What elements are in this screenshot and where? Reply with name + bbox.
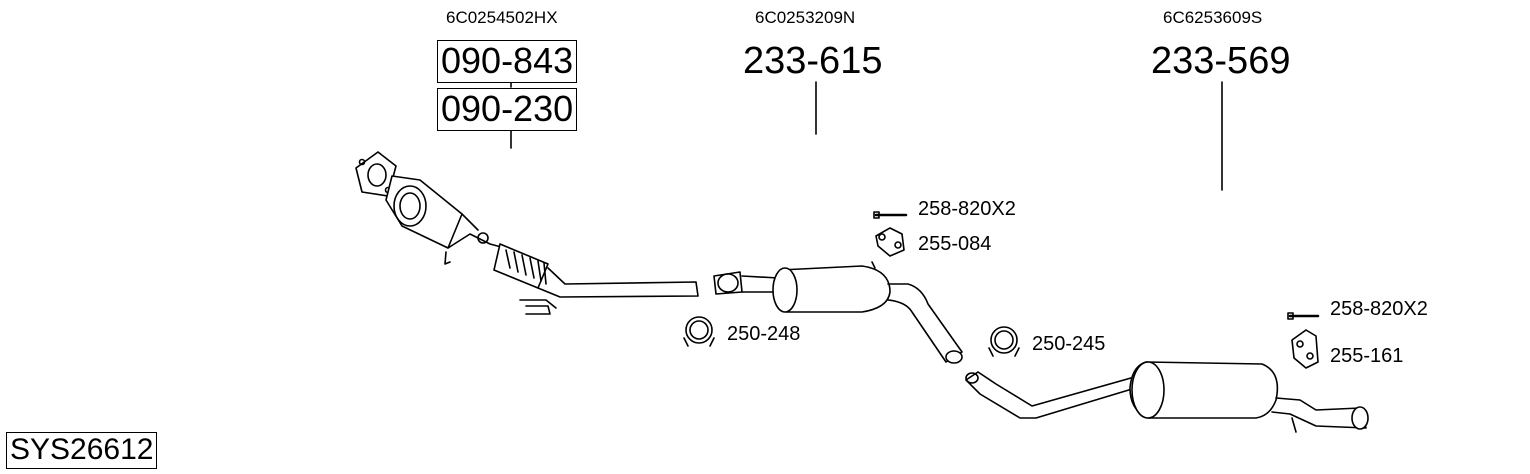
oem-number: 6C0254502HX [446,8,558,27]
accessory-code[interactable]: 258-820X2 [1330,298,1428,320]
accessory-code[interactable]: 255-084 [918,233,992,255]
part-number[interactable]: 233-569 [1151,40,1291,82]
part-number[interactable]: 233-615 [743,40,883,82]
rubber-hanger-icon [875,227,905,257]
rear-silencer-part [965,361,1369,433]
pipe-clamp-icon [683,316,715,347]
part-number-box[interactable]: 090-230 [437,88,578,131]
part-number-box[interactable]: 090-843 [437,40,578,83]
pipe-clamp-icon [988,326,1020,357]
catalytic-converter-part [355,151,699,315]
middle-silencer-part [713,261,963,364]
bolt-icon [873,211,908,219]
accessory-code[interactable]: 250-248 [727,323,801,345]
bolt-icon [1287,312,1320,320]
system-code-box: SYS26612 [6,432,158,469]
rubber-hanger-icon [1291,329,1319,369]
accessory-code[interactable]: 255-161 [1330,345,1404,367]
oem-number: 6C0253209N [755,8,856,27]
accessory-code[interactable]: 258-820X2 [918,198,1016,220]
oem-number: 6C6253609S [1163,8,1263,27]
accessory-code[interactable]: 250-245 [1032,333,1106,355]
